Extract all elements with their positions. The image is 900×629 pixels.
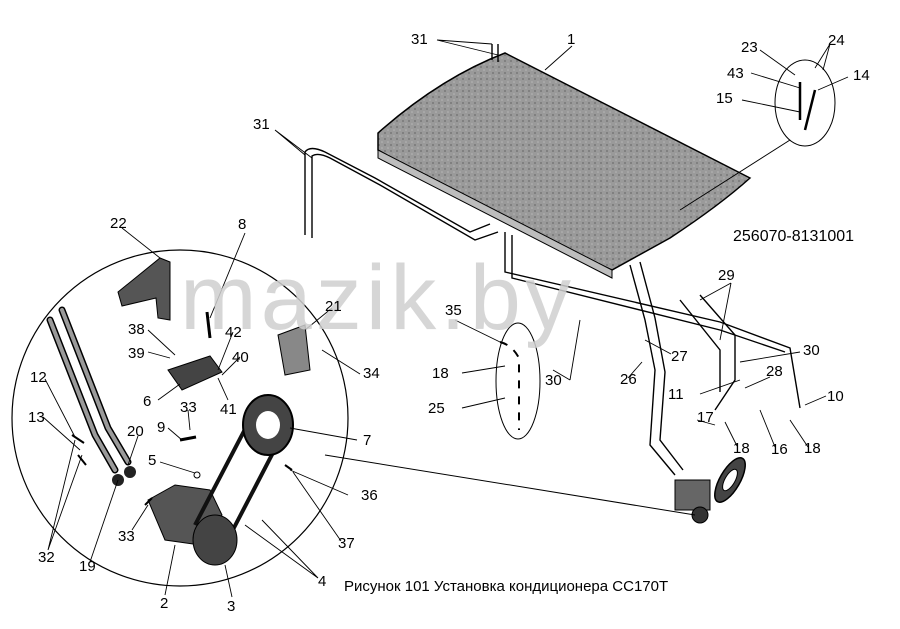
roof-unit (377, 52, 752, 279)
callout-3: 3 (227, 598, 236, 615)
callout-10: 10 (827, 388, 844, 405)
callout-6: 6 (143, 393, 152, 410)
callout-2: 2 (160, 595, 169, 612)
roof-pipes (304, 44, 499, 241)
callout-26: 26 (620, 371, 637, 388)
callout-1: 1 (567, 31, 576, 48)
callout-7: 7 (363, 432, 372, 449)
part-code: 256070-8131001 (733, 228, 855, 245)
callout-18: 18 (432, 365, 449, 382)
callout-20: 20 (127, 423, 144, 440)
compressor-right (674, 457, 746, 524)
callout-36: 36 (361, 487, 378, 504)
detail-circle-left (11, 249, 349, 587)
callout-38: 38 (128, 321, 145, 338)
callout-34: 34 (363, 365, 380, 382)
callout-4: 4 (318, 573, 327, 590)
callout-33: 33 (180, 399, 197, 416)
callout-14: 14 (853, 67, 870, 84)
figure-caption: Рисунок 101 Установка кондиционера СС170… (344, 578, 669, 595)
callout-11: 11 (668, 386, 684, 403)
watermark: mazik.by (180, 247, 575, 349)
callout-32: 32 (38, 549, 55, 566)
callout-18: 18 (733, 440, 750, 457)
callout-16: 16 (771, 441, 788, 458)
callout-43: 43 (727, 65, 744, 82)
callout-19: 19 (79, 558, 96, 575)
callout-27: 27 (671, 348, 688, 365)
callout-30: 30 (803, 342, 820, 359)
callout-28: 28 (766, 363, 783, 380)
right-pipes (504, 232, 801, 476)
callout-22: 22 (110, 215, 127, 232)
detail-top-right (679, 59, 836, 211)
callout-40: 40 (232, 349, 249, 366)
callout-8: 8 (238, 216, 247, 233)
callout-15: 15 (716, 90, 733, 107)
callout-24: 24 (828, 32, 845, 49)
callout-31: 31 (253, 116, 270, 133)
callout-29: 29 (718, 267, 735, 284)
callout-21: 21 (325, 298, 342, 315)
callout-30: 30 (545, 372, 562, 389)
callout-12: 12 (30, 369, 47, 386)
connector-line (324, 454, 696, 516)
callout-9: 9 (157, 419, 166, 436)
callout-39: 39 (128, 345, 145, 362)
callout-5: 5 (148, 452, 157, 469)
callout-13: 13 (28, 409, 45, 426)
callout-17: 17 (697, 409, 714, 426)
callout-33: 33 (118, 528, 135, 545)
callout-31: 31 (411, 31, 428, 48)
tube-25 (495, 322, 541, 440)
callout-42: 42 (225, 324, 242, 341)
callout-23: 23 (741, 39, 758, 56)
callout-37: 37 (338, 535, 355, 552)
callout-35: 35 (445, 302, 462, 319)
callout-25: 25 (428, 400, 445, 417)
callout-41: 41 (220, 401, 237, 418)
callout-18: 18 (804, 440, 821, 457)
leader-lines (42, 39, 849, 598)
